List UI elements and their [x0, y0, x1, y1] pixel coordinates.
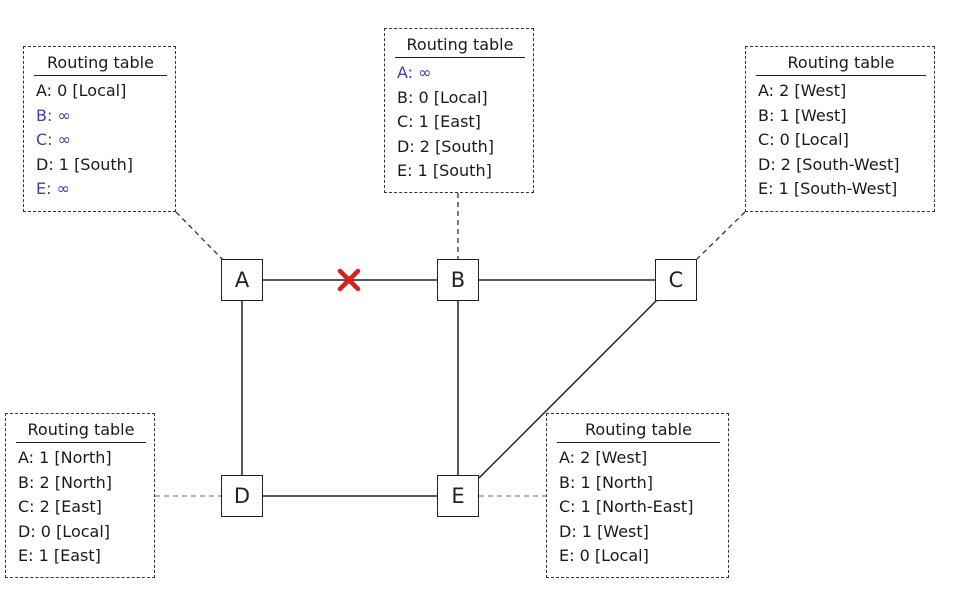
routing-table-row: C: 1 [East] — [397, 112, 481, 131]
routing-table-row: C: ∞ — [36, 130, 71, 149]
connector-c-table — [696, 211, 746, 260]
routing-table-row: D: 1 [West] — [559, 521, 649, 541]
routing-table-row: B: 1 [North] — [559, 472, 653, 492]
routing-table-row: D: 0 [Local] — [18, 521, 111, 541]
routing-table-row: E: 0 [Local] — [559, 546, 649, 565]
routing-table-row: B: 1 [West] — [758, 105, 847, 125]
routing-table-row: A: 1 [North] — [18, 448, 112, 467]
routing-table-b: Routing table A: ∞ B: 0 [Local] C: 1 [Ea… — [384, 28, 534, 193]
routing-table-a: Routing table A: 0 [Local] B: ∞ C: ∞ D: … — [23, 46, 176, 212]
routing-table-row: E: 1 [South-West] — [758, 179, 898, 198]
routing-table-title: Routing table — [34, 53, 167, 76]
node-e: E — [437, 475, 479, 517]
routing-table-title: Routing table — [756, 53, 926, 76]
link-broken-x-icon — [337, 268, 361, 292]
routing-table-row: A: 2 [West] — [758, 81, 847, 100]
routing-table-row: C: 2 [East] — [18, 497, 102, 516]
routing-table-row: D: 2 [South] — [397, 136, 495, 156]
routing-table-row: A: 2 [West] — [559, 448, 648, 467]
node-a: A — [221, 259, 263, 301]
connector-a-table — [175, 211, 225, 262]
routing-table-row: B: 0 [Local] — [397, 87, 488, 107]
routing-table-row: A: 0 [Local] — [36, 81, 127, 100]
routing-table-row: E: 1 [South] — [397, 161, 492, 180]
routing-table-title: Routing table — [395, 35, 525, 58]
routing-table-title: Routing table — [16, 420, 146, 443]
node-b: B — [437, 259, 479, 301]
routing-table-row: A: ∞ — [397, 63, 432, 82]
routing-table-row: B: ∞ — [36, 105, 71, 125]
node-c: C — [655, 259, 697, 301]
node-d: D — [221, 475, 263, 517]
routing-table-c: Routing table A: 2 [West] B: 1 [West] C:… — [745, 46, 935, 212]
routing-table-row: E: ∞ — [36, 179, 70, 198]
routing-table-row: B: 2 [North] — [18, 472, 112, 492]
routing-table-row: E: 1 [East] — [18, 546, 101, 565]
routing-table-row: C: 1 [North-East] — [559, 497, 694, 516]
routing-table-e: Routing table A: 2 [West] B: 1 [North] C… — [546, 413, 729, 578]
routing-table-title: Routing table — [557, 420, 720, 443]
routing-table-row: C: 0 [Local] — [758, 130, 849, 149]
routing-table-row: D: 1 [South] — [36, 154, 134, 174]
link-c-e — [478, 299, 658, 479]
routing-table-row: D: 2 [South-West] — [758, 154, 900, 174]
routing-table-d: Routing table A: 1 [North] B: 2 [North] … — [5, 413, 155, 578]
